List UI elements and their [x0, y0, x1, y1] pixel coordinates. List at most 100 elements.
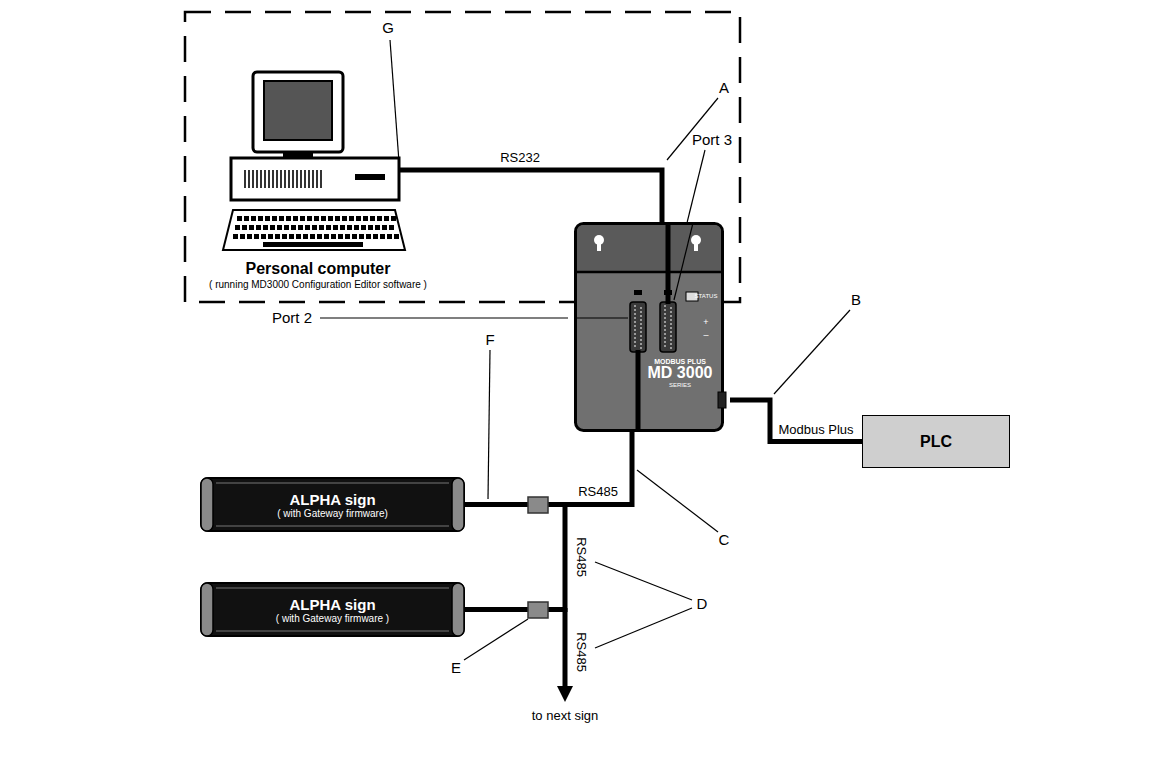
key: [384, 216, 389, 221]
key: [293, 216, 298, 221]
rs232-cable: [666, 222, 671, 304]
key: [247, 234, 252, 239]
key: [345, 234, 350, 239]
polarity-marking: –: [703, 330, 708, 340]
connector-pin: [640, 319, 642, 321]
vent-grille: [308, 170, 310, 188]
connector-pin: [640, 307, 642, 309]
key: [265, 216, 270, 221]
vent-grille: [304, 170, 306, 188]
cable-to-next-sign: [563, 608, 568, 688]
key: [333, 225, 338, 230]
leader-lines: [320, 40, 850, 660]
connector-pin: [664, 345, 666, 347]
alpha-sign: ALPHA sign( with Gateway firmware ): [200, 582, 465, 637]
connector-pin: [634, 337, 636, 339]
key: [235, 225, 240, 230]
vent-grille: [296, 170, 298, 188]
node-title: Personal computer: [173, 260, 463, 278]
space-bar: [263, 242, 363, 247]
key: [373, 234, 378, 239]
connector-pin: [634, 345, 636, 347]
vent-grille: [300, 170, 302, 188]
sign-case: [201, 583, 464, 636]
key: [300, 216, 305, 221]
key: [254, 234, 259, 239]
drive-slot: [355, 174, 385, 180]
key: [305, 225, 310, 230]
connector-pin: [640, 347, 642, 349]
key: [368, 225, 373, 230]
callout-letter: A: [719, 79, 729, 96]
connector-pin: [634, 329, 636, 331]
key: [394, 234, 399, 239]
key: [326, 225, 331, 230]
connector-pin: [664, 337, 666, 339]
connector-pin: [670, 331, 672, 333]
signal-name: Modbus Plus: [776, 422, 855, 437]
connector-pin: [670, 339, 672, 341]
connector-pin: [634, 321, 636, 323]
connector-pin: [670, 319, 672, 321]
sign-highlight: [216, 630, 449, 632]
connector-pin: [634, 341, 636, 343]
key: [291, 225, 296, 230]
connector-pin: [670, 327, 672, 329]
end-cap: [452, 583, 464, 636]
callout-letter: G: [382, 19, 394, 36]
vent-grille: [276, 170, 278, 188]
connector-pin: [634, 317, 636, 319]
connector-pin: [664, 305, 666, 307]
key: [277, 225, 282, 230]
leader-line: [674, 222, 693, 300]
signal-name: RS485: [576, 484, 620, 499]
connector-pin: [640, 315, 642, 317]
port-label: Port 2: [272, 309, 312, 326]
connector-pin: [640, 311, 642, 313]
vent-grille: [260, 170, 262, 188]
node-title: PLC: [920, 433, 952, 451]
system-unit: [231, 158, 399, 200]
sign-case: [201, 478, 464, 531]
key: [366, 234, 371, 239]
key: [310, 234, 315, 239]
end-cap: [452, 478, 464, 531]
key: [352, 234, 357, 239]
connector-pin: [640, 335, 642, 337]
connector-pin: [634, 313, 636, 315]
cable: [465, 505, 565, 610]
key: [331, 234, 336, 239]
vent-grille: [312, 170, 314, 188]
key: [377, 216, 382, 221]
device-housing: [576, 224, 723, 431]
status-marking: STATUS: [695, 293, 718, 300]
key: [237, 216, 242, 221]
connector-pin: [664, 329, 666, 331]
node-illustration: [568, 222, 730, 432]
key: [387, 234, 392, 239]
key: [359, 234, 364, 239]
vent-grille: [252, 170, 254, 188]
connector-pin: [670, 347, 672, 349]
monitor: [253, 72, 343, 152]
key: [375, 225, 380, 230]
key: [356, 216, 361, 221]
key: [240, 234, 245, 239]
port-marker: [634, 290, 642, 295]
key: [242, 225, 247, 230]
key: [338, 234, 343, 239]
vent-grille: [320, 170, 322, 188]
vent-grille: [316, 170, 318, 188]
signal-name: RS485: [574, 535, 589, 579]
db-connector: [660, 302, 676, 352]
cable: [465, 432, 632, 505]
cable-connector: [528, 497, 548, 513]
key: [340, 225, 345, 230]
gateway-device: MODBUS PLUSMD 3000SERIES: [568, 222, 730, 432]
key: [289, 234, 294, 239]
sign-highlight: [216, 587, 449, 589]
callout-letter: D: [697, 595, 708, 612]
device-lettering: MODBUS PLUSMD 3000SERIES: [640, 358, 720, 388]
connector-pin: [664, 309, 666, 311]
